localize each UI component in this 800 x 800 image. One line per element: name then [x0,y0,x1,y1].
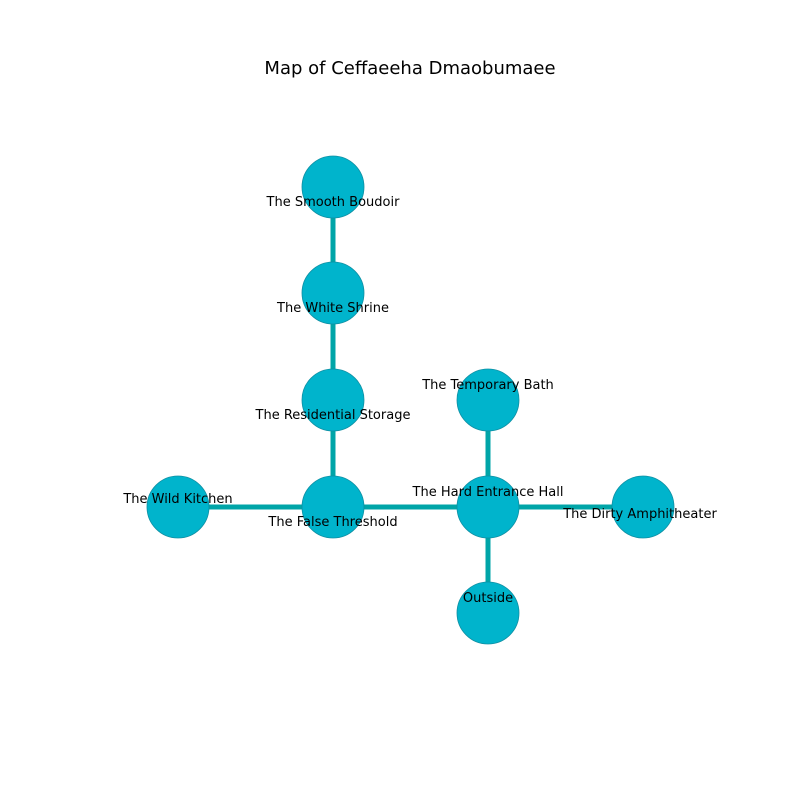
room-label-temporary_bath: The Temporary Bath [421,378,554,393]
map-title: Map of Ceffaeeha Dmaobumaee [264,58,555,79]
room-node-residential [301,368,365,432]
room-node-entrance_hall [456,475,520,539]
room-label-residential: The Residential Storage [255,408,411,423]
room-label-amphitheater: The Dirty Amphitheater [562,507,717,522]
connections-layer [178,187,643,613]
room-node-false_threshold [301,475,365,539]
room-node-wild_kitchen [146,475,210,539]
room-label-entrance_hall: The Hard Entrance Hall [412,485,564,500]
rooms-layer [146,155,675,645]
room-node-white_shrine [301,261,365,325]
room-node-outside [456,581,520,645]
room-label-outside: Outside [463,591,513,606]
room-node-amphitheater [611,475,675,539]
room-node-smooth_boudoir [301,155,365,219]
room-label-wild_kitchen: The Wild Kitchen [122,492,232,507]
room-node-temporary_bath [456,368,520,432]
room-label-smooth_boudoir: The Smooth Boudoir [266,195,401,210]
room-label-white_shrine: The White Shrine [276,301,389,316]
room-label-false_threshold: The False Threshold [267,515,397,530]
